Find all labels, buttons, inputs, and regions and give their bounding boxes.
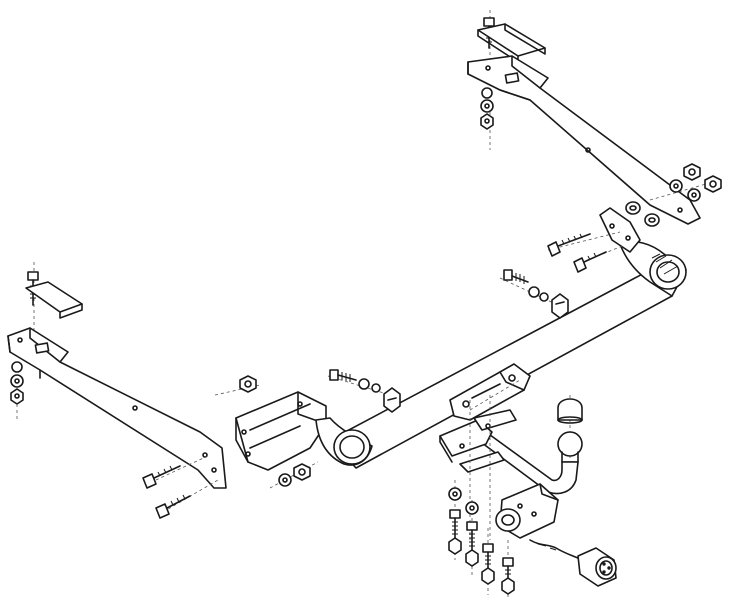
electric-socket-assembly (495, 483, 617, 587)
bottom-bolt-set (448, 480, 515, 598)
right-arm-fastener-stack (480, 87, 494, 130)
left-crossbar-bracket (214, 375, 327, 489)
left-arm-end-bolts (142, 454, 219, 519)
left-arm-bracket (7, 327, 227, 489)
tube-center-fasteners (327, 231, 626, 413)
left-arm-fastener-stack (10, 361, 24, 405)
right-mounting-arm (467, 10, 722, 227)
left-mounting-arm (7, 262, 227, 519)
right-spacer-sleeves (625, 201, 660, 227)
left-clamp-plate (25, 281, 83, 319)
center-clamp (383, 387, 401, 413)
bracket-nut-bottom (293, 463, 311, 481)
center-bolt-head (329, 369, 339, 381)
bracket-washer (278, 473, 292, 487)
upper-clamp (551, 293, 569, 319)
socket-cable (529, 539, 583, 561)
main-crossbar (315, 207, 687, 469)
right-arm-bracket (467, 55, 701, 225)
tow-ball-assembly (439, 395, 583, 540)
bracket-nut-top (239, 375, 257, 393)
tow-socket-plug (577, 547, 617, 587)
arm-mount-plate (439, 419, 493, 457)
tow-ball-cap (557, 398, 583, 424)
upper-bolt-head (503, 269, 513, 281)
assembly-guide-lines (16, 130, 521, 420)
right-arm-end-nuts (649, 163, 722, 202)
